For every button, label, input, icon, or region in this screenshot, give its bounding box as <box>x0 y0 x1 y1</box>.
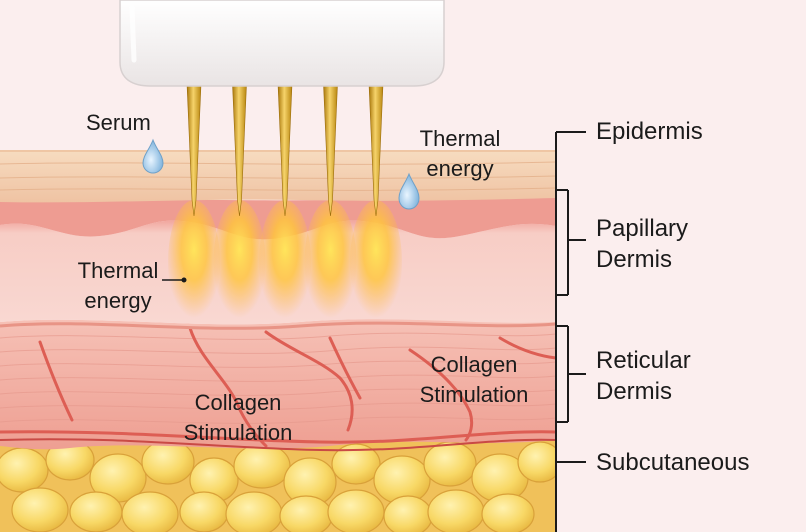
fat-cell <box>427 489 485 532</box>
thermal-energy-left-label: Thermal energy <box>58 256 178 316</box>
microneedle-group <box>186 83 384 217</box>
thermal-glow <box>350 200 402 324</box>
papillary-line2: Dermis <box>596 246 672 273</box>
thermal-left-line1: Thermal <box>77 258 159 283</box>
fat-cell <box>331 443 381 485</box>
fat-cell <box>327 489 385 532</box>
epidermis-label: Epidermis <box>596 118 703 145</box>
thermal-energy-top-label: Thermal energy <box>400 124 520 184</box>
collagen-left-line2: Stimulation <box>183 420 293 445</box>
fat-cell <box>423 441 477 487</box>
fat-cell <box>11 487 69 532</box>
fat-cells <box>0 439 556 532</box>
reticular-dermis-label: Reticular Dermis <box>596 345 691 407</box>
thermal-top-line2: energy <box>426 156 494 181</box>
reticular-line2: Dermis <box>596 378 672 405</box>
fat-cell <box>69 491 123 532</box>
fat-cell <box>383 495 433 532</box>
thermal-glow-group <box>168 200 402 324</box>
thermal-glow <box>304 200 357 324</box>
serum-droplet-left <box>142 138 164 174</box>
thermal-left-line2: energy <box>84 288 152 313</box>
reticular-line1: Reticular <box>596 347 691 374</box>
fat-cell <box>179 491 229 532</box>
fat-cell <box>233 443 291 489</box>
papillary-line1: Papillary <box>596 215 689 242</box>
papillary-dermis-label: Papillary Dermis <box>596 213 688 275</box>
thermal-top-line1: Thermal <box>419 126 501 151</box>
fat-cell <box>121 491 179 532</box>
thermal-glow <box>168 200 220 324</box>
serum-label: Serum <box>86 110 151 135</box>
fat-cell <box>225 491 283 532</box>
fat-cell <box>279 495 333 532</box>
serum-droplet-right <box>398 172 420 210</box>
thermal-glow <box>259 200 311 324</box>
collagen-left-line1: Collagen <box>194 390 282 415</box>
subcutaneous-label: Subcutaneous <box>596 449 750 476</box>
collagen-right-line2: Stimulation <box>419 382 529 407</box>
thermal-pointer-dot <box>181 277 187 283</box>
collagen-right-line1: Collagen <box>430 352 518 377</box>
fat-cell <box>517 441 556 483</box>
fat-cell <box>481 493 535 532</box>
collagen-stimulation-right-label: Collagen Stimulation <box>404 350 544 410</box>
collagen-stimulation-left-label: Collagen Stimulation <box>168 388 308 448</box>
thermal-glow <box>213 200 266 324</box>
fat-cell <box>0 447 49 493</box>
blood-vessels <box>0 326 556 448</box>
device-head <box>119 0 445 87</box>
layer-bracket-lines <box>555 131 586 532</box>
